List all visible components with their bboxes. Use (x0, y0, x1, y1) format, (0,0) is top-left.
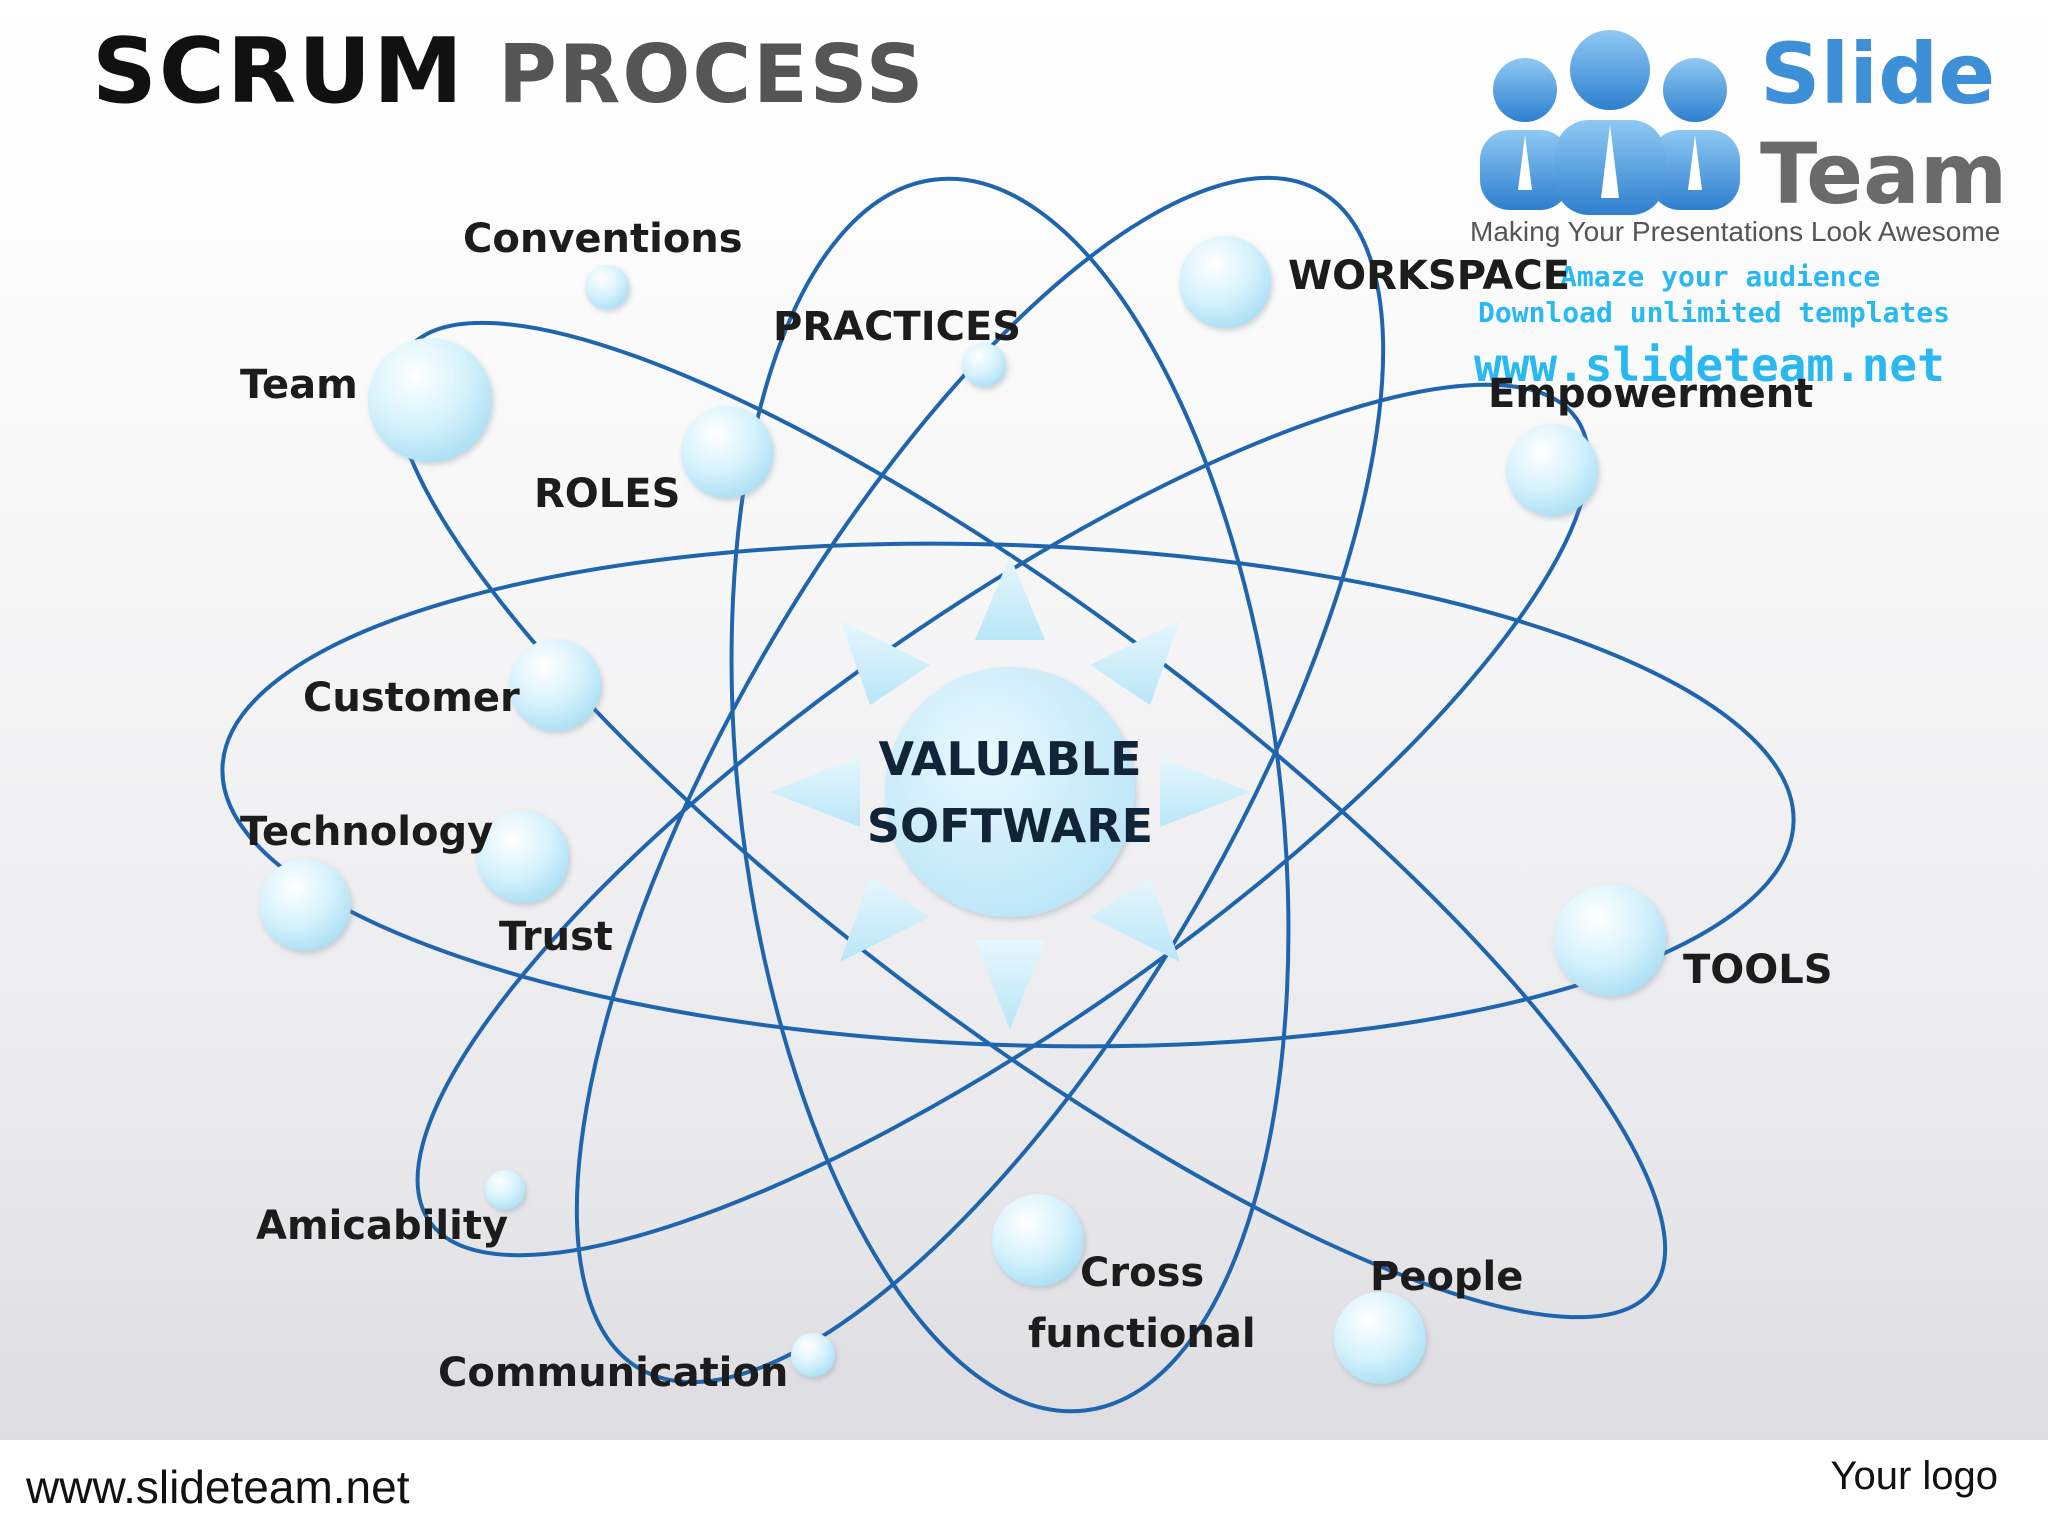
node-tools (1554, 884, 1666, 996)
label-amicability: Amicability (256, 1203, 509, 1249)
orbit-vertical (729, 176, 1291, 1414)
sun-ray-left (770, 757, 860, 827)
sun-ray-top-right (1090, 620, 1180, 705)
label-team: Team (240, 362, 358, 408)
slide-title: SCRUM PROCESS (92, 18, 925, 126)
logo-promo-url[interactable]: www.slideteam.net (1474, 338, 1945, 392)
center-label-line1: VALUABLE (878, 732, 1142, 786)
people-group-icon (1480, 30, 1740, 215)
logo-word-team: Team (1760, 125, 2008, 223)
sun-ray-bottom-right (1090, 877, 1180, 962)
label-tools: TOOLS (1683, 947, 1833, 993)
node-technology (259, 859, 351, 951)
logo-word-slide: Slide (1760, 25, 1996, 123)
node-workspace (1179, 236, 1271, 328)
node-cross-functional (992, 1194, 1084, 1286)
label-empowerment: Empowerment (1488, 371, 1814, 417)
label-practices: PRACTICES (773, 304, 1022, 350)
node-roles (681, 406, 773, 498)
logo-promo-line2: Download unlimited templates (1478, 296, 1951, 329)
center-label: VALUABLE SOFTWARE (860, 726, 1160, 859)
title-rest: PROCESS (498, 28, 926, 121)
title-bold: SCRUM (92, 19, 465, 124)
center-sun (770, 556, 1250, 1030)
label-cross-functional-line1: Cross (1080, 1250, 1205, 1296)
orbit-horizontal (220, 541, 1796, 1049)
footer-url[interactable]: www.slideteam.net (26, 1461, 410, 1513)
label-customer: Customer (303, 675, 520, 721)
slideteam-logo: Slide Team Making Your Presentations Loo… (1470, 20, 2030, 392)
center-circle (885, 667, 1135, 917)
footer-band (0, 1440, 2048, 1536)
label-communication: Communication (438, 1350, 789, 1396)
node-trust (477, 811, 569, 903)
node-empowerment (1506, 424, 1598, 516)
label-conventions: Conventions (463, 216, 743, 262)
node-amicability (485, 1170, 525, 1210)
sun-ray-bottom (975, 940, 1045, 1030)
sun-ray-bottom-left (840, 877, 930, 962)
label-cross-functional-line2: functional (1028, 1311, 1256, 1357)
label-workspace: WORKSPACE (1288, 253, 1571, 299)
node-customer (509, 639, 601, 731)
node-people (1334, 1292, 1426, 1384)
sun-ray-right (1160, 757, 1250, 827)
logo-promo-line1: Amaze your audience (1560, 260, 1881, 293)
node-team (368, 338, 492, 462)
node-conventions (585, 265, 629, 309)
footer-logo-placeholder: Your logo (1830, 1454, 1998, 1498)
node-practices (962, 343, 1006, 387)
logo-tagline: Making Your Presentations Look Awesome (1470, 216, 2001, 247)
label-roles: ROLES (534, 471, 681, 517)
label-technology: Technology (240, 809, 494, 855)
sun-ray-top-left (840, 620, 930, 705)
orbit-steep-rising (574, 175, 1386, 1385)
label-trust: Trust (499, 914, 614, 960)
sun-ray-top (975, 556, 1045, 640)
label-people: People (1370, 1254, 1524, 1300)
center-label-line2: SOFTWARE (866, 798, 1154, 853)
node-communication (791, 1333, 835, 1377)
